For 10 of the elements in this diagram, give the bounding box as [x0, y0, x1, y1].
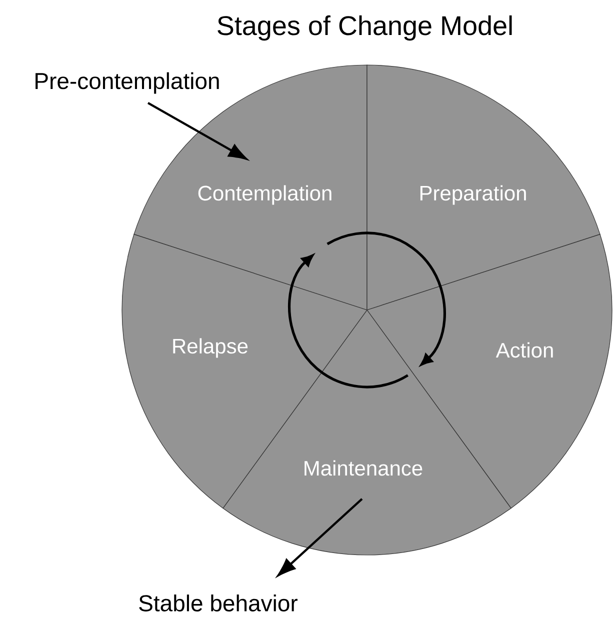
arrow	[278, 498, 363, 576]
stage-label: Action	[496, 342, 553, 358]
label: Pre-contemplation	[36, 72, 219, 94]
stage-label: Maintenance	[304, 460, 422, 476]
title: Stages of Change Model	[218, 15, 512, 41]
stage-label: Preparation	[420, 185, 526, 205]
stage-label: Relapse	[173, 338, 248, 358]
arrow	[147, 102, 247, 160]
stage-label: Contemplation	[198, 185, 332, 205]
label: Stable behavior	[139, 594, 298, 612]
